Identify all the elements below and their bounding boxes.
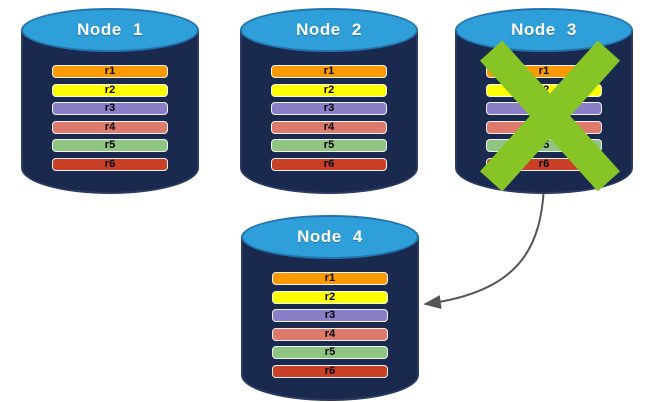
row-label: r4: [104, 120, 116, 133]
row-label: r3: [323, 102, 335, 114]
node-1-title: Node 1: [77, 20, 143, 39]
node-1-row-r5: r5: [52, 139, 168, 152]
node-2-row-r3: r3: [271, 102, 387, 115]
row-label: r6: [324, 364, 336, 377]
row-label: r5: [104, 139, 116, 151]
node-2-rows: r1 r2 r3 r4 r5 r6: [271, 65, 387, 171]
node-2-row-r2: r2: [271, 83, 387, 97]
row-label: r5: [323, 139, 335, 151]
row-label: r2: [323, 83, 335, 96]
row-label: r6: [538, 157, 550, 170]
node-3-cylinder-top: Node 3: [455, 8, 633, 52]
node-4-row-r1: r1: [272, 272, 388, 285]
node-1-rows: r1 r2 r3 r4 r5 r6: [52, 65, 168, 171]
node-2-row-r6: r6: [271, 157, 387, 171]
node-1-row-r2: r2: [52, 83, 168, 97]
node-4-row-r2: r2: [272, 290, 388, 304]
node-1-row-r4: r4: [52, 120, 168, 134]
node-4-row-r4: r4: [272, 327, 388, 341]
node-4-row-r3: r3: [272, 309, 388, 322]
node-1-cylinder-top: Node 1: [21, 8, 199, 52]
row-label: r2: [104, 83, 116, 96]
node-2: Node 2 r1 r2 r3 r4 r5 r6: [240, 8, 418, 194]
row-label: r3: [104, 102, 116, 114]
node-4: Node 4 r1 r2 r3 r4 r5 r6: [241, 215, 419, 401]
node-2-row-r4: r4: [271, 120, 387, 134]
node-4-row-r6: r6: [272, 364, 388, 378]
row-label: r1: [323, 65, 335, 77]
node-2-title: Node 2: [296, 20, 362, 39]
row-label: r1: [538, 65, 550, 77]
row-label: r1: [324, 272, 336, 284]
node-4-title: Node 4: [297, 227, 363, 246]
row-label: r3: [324, 309, 336, 321]
row-label: r2: [324, 290, 336, 303]
node-4-cylinder-top: Node 4: [241, 215, 419, 259]
row-label: r6: [323, 157, 335, 170]
node-2-cylinder-top: Node 2: [240, 8, 418, 52]
node-1-row-r6: r6: [52, 157, 168, 171]
row-label: r6: [104, 157, 116, 170]
failure-x-icon: [479, 40, 621, 192]
node-1: Node 1 r1 r2 r3 r4 r5 r6: [21, 8, 199, 194]
node-1-row-r1: r1: [52, 65, 168, 78]
node-3-title: Node 3: [511, 20, 577, 39]
row-label: r5: [324, 346, 336, 358]
failover-arrow: [423, 185, 545, 309]
node-4-rows: r1 r2 r3 r4 r5 r6: [272, 272, 388, 378]
node-2-row-r5: r5: [271, 139, 387, 152]
row-label: r4: [323, 120, 335, 133]
row-label: r4: [324, 327, 336, 340]
node-1-row-r3: r3: [52, 102, 168, 115]
node-2-row-r1: r1: [271, 65, 387, 78]
row-label: r1: [104, 65, 116, 77]
node-4-row-r5: r5: [272, 346, 388, 359]
node-3: Node 3 r1 r2 r3 r4 r5 r6: [455, 8, 633, 194]
